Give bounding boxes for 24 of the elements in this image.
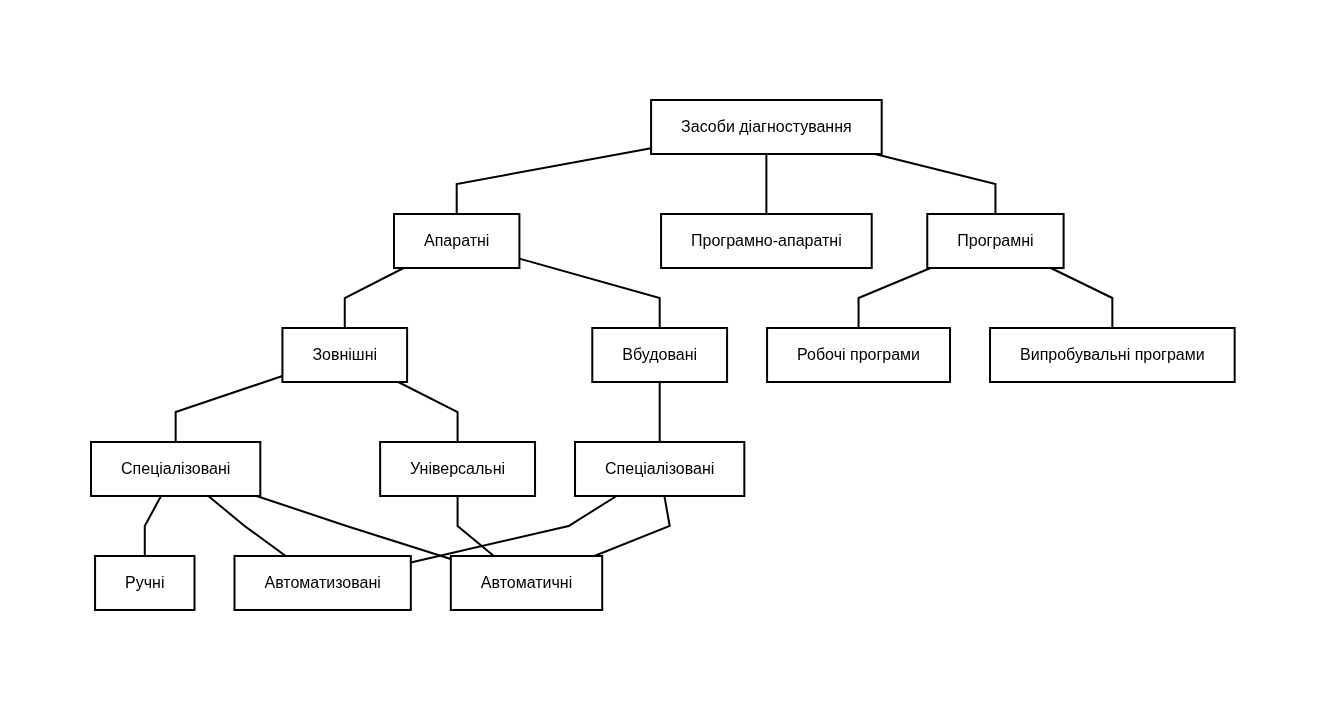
node-box: Програмні [925,212,1065,269]
node-box: Універсальні [378,440,536,497]
connector [343,266,405,329]
connector [396,380,459,443]
node-box: Робочі програми [765,326,951,383]
connector [857,266,932,329]
node-box: Автоматичні [449,554,603,611]
node-box: Вбудовані [590,326,728,383]
connector [1049,266,1113,329]
node-box: Ручні [93,554,196,611]
node-box: Апаратні [392,212,521,269]
node-box: Випробувальні програми [988,326,1236,383]
node-box: Засоби діагностування [649,98,883,155]
node-box: Спеціалізовані [573,440,745,497]
node-box: Зовнішні [281,326,408,383]
node-box: Автоматизовані [233,554,412,611]
connector [765,152,768,215]
connector [143,494,162,557]
node-box: Програмно-апаратні [659,212,873,269]
connector [456,494,495,557]
connector [206,494,287,557]
connector [593,494,671,557]
node-box: Спеціалізовані [89,440,261,497]
connector [658,380,661,443]
